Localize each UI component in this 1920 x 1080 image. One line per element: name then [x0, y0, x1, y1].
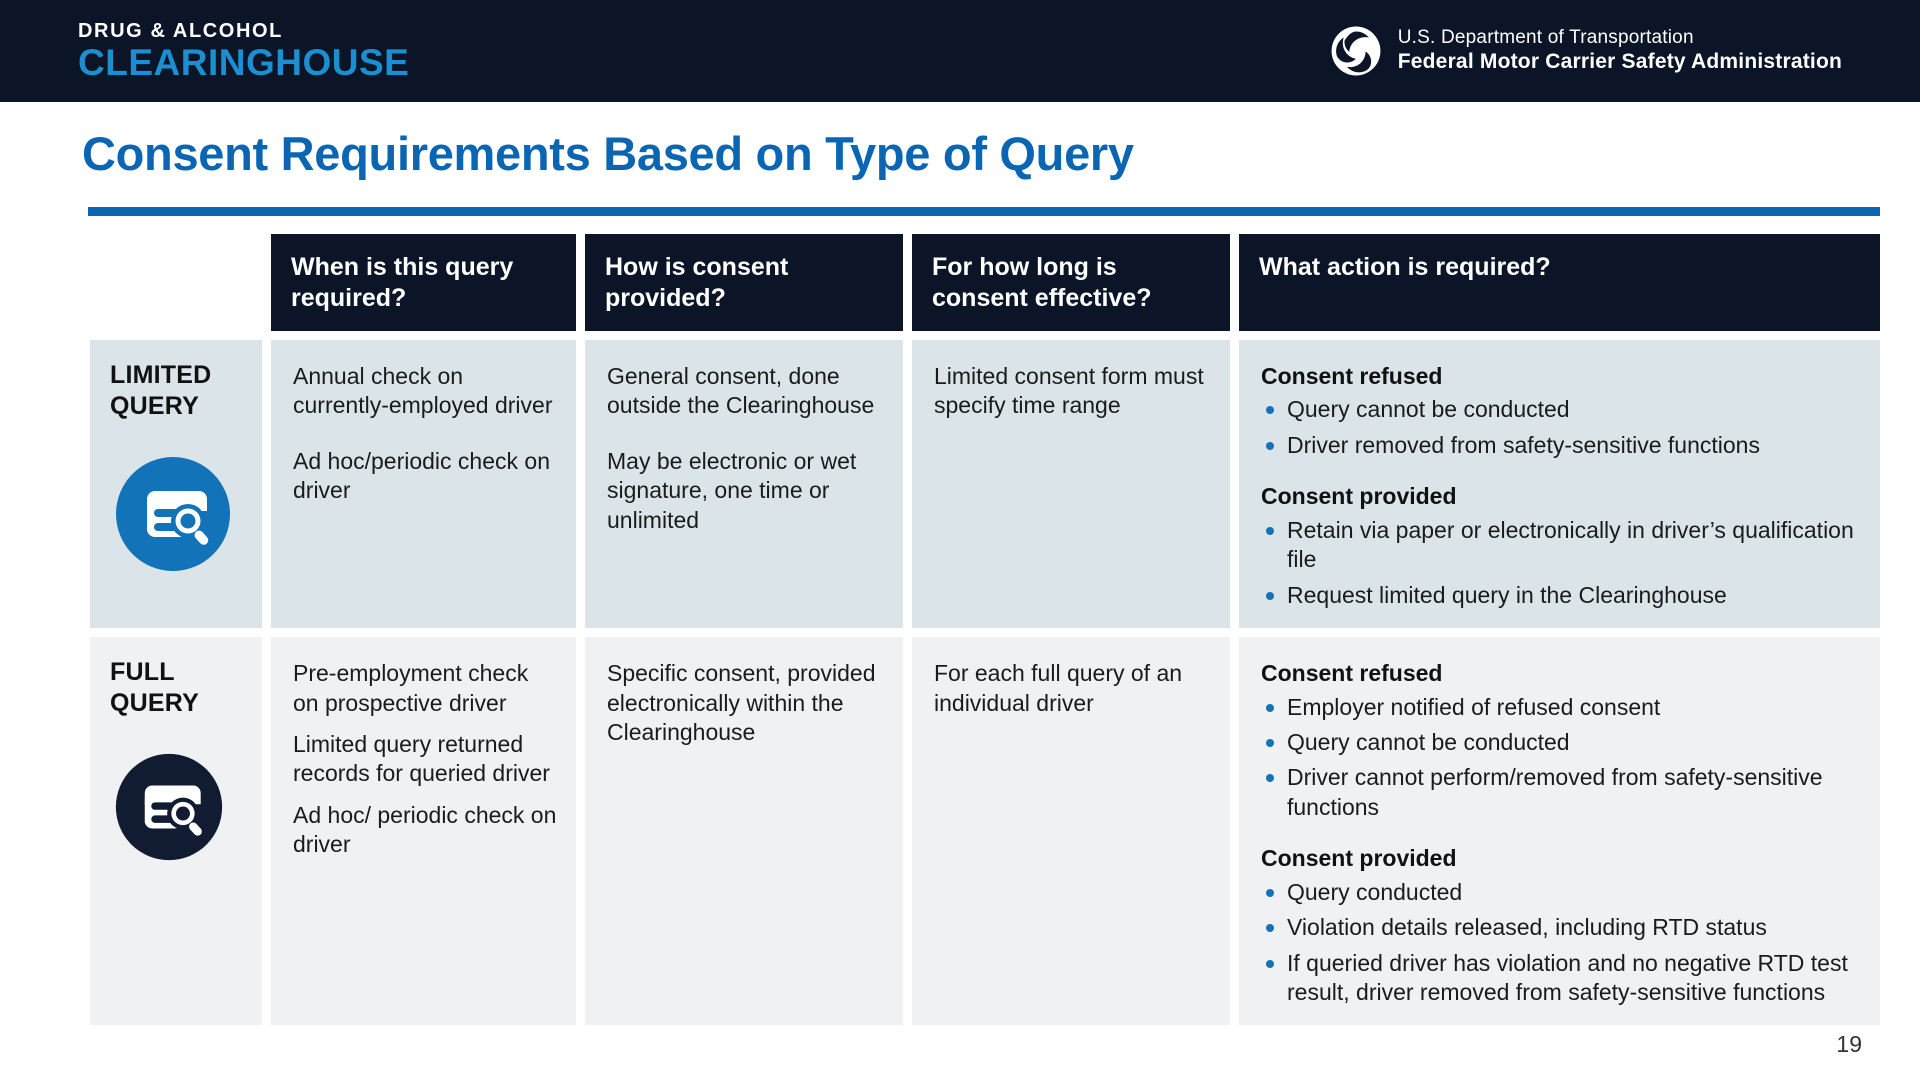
cell-how-provided-full: Specific consent, provided electronicall… — [585, 637, 903, 1026]
table-header-action-required: What action is required? — [1239, 234, 1880, 331]
agency-department-name: U.S. Department of Transportation — [1397, 27, 1694, 49]
agency-admin-name: Federal Motor Carrier Safety Administrat… — [1397, 49, 1842, 73]
row-label-cell-limited-query: LIMITED QUERY — [90, 340, 262, 629]
cell-action-required-limited: Consent refused Query cannot be conducte… — [1239, 340, 1880, 629]
list-item: Driver removed from safety-sensitive fun… — [1261, 431, 1862, 460]
top-header-bar: DRUG & ALCOHOL CLEARINGHOUSE U.S. Depart… — [0, 0, 1920, 102]
list-item: Query cannot be conducted — [1261, 395, 1862, 424]
table-header-corner — [90, 234, 262, 331]
table-row: FULL QUERY Pre-employment check on prosp… — [90, 637, 1880, 1026]
cell-paragraph: Annual check on currently-employed drive… — [293, 363, 553, 419]
cell-paragraph: General consent, done outside the Cleari… — [607, 363, 875, 419]
cell-when-required-limited: Annual check on currently-employed drive… — [271, 340, 576, 629]
table-header-row: When is this query required? How is cons… — [90, 234, 1880, 331]
cell-how-long-effective-full: For each full query of an individual dri… — [912, 637, 1230, 1026]
dot-triskelion-icon — [1331, 26, 1381, 76]
action-bullet-list: Retain via paper or electronically in dr… — [1261, 516, 1862, 610]
cell-paragraph: Pre-employment check on prospective driv… — [293, 660, 529, 716]
clearinghouse-logo: DRUG & ALCOHOL CLEARINGHOUSE — [78, 21, 409, 81]
cell-when-required-full: Pre-employment check on prospective driv… — [271, 637, 576, 1026]
cell-paragraph: May be electronic or wet signature, one … — [607, 447, 857, 533]
cell-paragraph: Ad hoc/periodic check on driver — [293, 447, 550, 504]
list-item: Employer notified of refused consent — [1261, 693, 1862, 722]
action-bullet-list: Employer notified of refused consent Que… — [1261, 693, 1862, 823]
cell-action-required-full: Consent refused Employer notified of ref… — [1239, 637, 1880, 1026]
list-item: Query conducted — [1261, 878, 1862, 907]
consent-requirements-table: When is this query required? How is cons… — [90, 234, 1880, 1034]
list-item: Retain via paper or electronically in dr… — [1261, 516, 1862, 575]
table-row: LIMITED QUERY Annual check on currently-… — [90, 340, 1880, 629]
table-header-how-long-effective: For how long is consent effective? — [912, 234, 1230, 331]
list-item: Violation details released, including RT… — [1261, 913, 1862, 942]
cell-paragraph: For each full query of an individual dri… — [934, 660, 1183, 716]
list-item: Driver cannot perform/removed from safet… — [1261, 763, 1862, 822]
cell-paragraph: Ad hoc/ periodic check on driver — [293, 801, 557, 858]
action-group-heading: Consent refused — [1261, 363, 1443, 389]
brand-name: CLEARINGHOUSE — [78, 42, 410, 83]
action-bullet-list: Query cannot be conducted Driver removed… — [1261, 395, 1862, 460]
title-divider-rule — [88, 207, 1880, 216]
query-type-label: FULL QUERY — [110, 658, 199, 717]
dot-agency-lockup: U.S. Department of Transportation Federa… — [1330, 25, 1842, 77]
document-search-icon — [114, 752, 252, 869]
list-item: If queried driver has violation and no n… — [1261, 949, 1862, 1008]
document-search-icon — [114, 455, 252, 580]
action-group-heading: Consent refused — [1261, 660, 1443, 687]
list-item: Request limited query in the Clearinghou… — [1261, 581, 1862, 610]
page-number: 19 — [1836, 1031, 1862, 1057]
list-item: Query cannot be conducted — [1261, 728, 1862, 757]
cell-paragraph: Limited consent form must specify time r… — [934, 363, 1204, 419]
action-bullet-list: Query conducted Violation details releas… — [1261, 878, 1862, 1008]
table-header-when-required: When is this query required? — [271, 234, 576, 331]
cell-how-long-effective-limited: Limited consent form must specify time r… — [912, 340, 1230, 629]
table-header-how-provided: How is consent provided? — [585, 234, 903, 331]
cell-paragraph: Limited query returned records for queri… — [293, 730, 550, 787]
query-type-label: LIMITED QUERY — [110, 361, 212, 420]
cell-how-provided-limited: General consent, done outside the Cleari… — [585, 340, 903, 629]
action-group-heading: Consent provided — [1261, 845, 1457, 872]
cell-paragraph: Specific consent, provided electronicall… — [607, 660, 876, 745]
page-title: Consent Requirements Based on Type of Qu… — [82, 127, 1134, 180]
action-group-heading: Consent provided — [1261, 483, 1457, 510]
brand-tagline: DRUG & ALCOHOL — [78, 20, 283, 42]
row-label-cell-full-query: FULL QUERY — [90, 637, 262, 1026]
